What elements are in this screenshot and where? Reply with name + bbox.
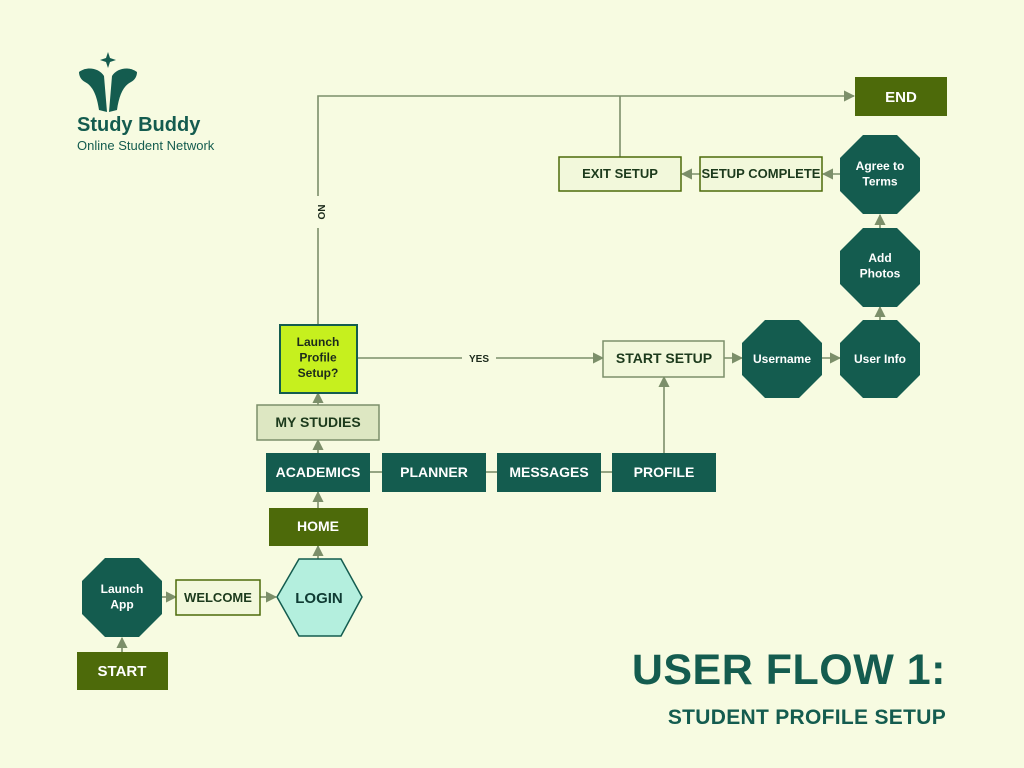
home-node[interactable] [269,508,368,546]
my-studies-node[interactable] [256,404,380,441]
launch-profile-setup-decision[interactable] [279,324,358,394]
yes-label: YES [469,354,489,365]
username-label: Username [753,352,811,366]
exit-setup-label: EXIT SETUP [582,166,658,181]
login-label: LOGIN [295,590,343,607]
username-node[interactable] [742,320,822,398]
setup-complete-node[interactable] [699,156,823,192]
flow-subtitle: STUDENT PROFILE SETUP [667,706,946,729]
end-label: END [885,89,917,106]
user-info-node[interactable] [840,320,920,398]
edge-launch-no-b [317,90,856,196]
messages-label: MESSAGES [509,464,588,480]
end-node[interactable] [855,77,947,116]
home-label: HOME [297,518,339,534]
two-birds-star-logo-icon [79,52,137,112]
setup-complete-label: SETUP COMPLETE [702,166,821,181]
exit-setup-node[interactable] [558,156,682,192]
profile-node[interactable] [612,453,716,492]
start-label: START [98,663,147,680]
add-photos-node[interactable] [840,228,920,307]
brand-logo [77,52,139,119]
brand-name: Study Buddy [77,114,201,136]
agree-terms-node[interactable] [840,135,920,214]
academics-node[interactable] [266,453,370,492]
start-setup-node[interactable] [602,340,725,378]
welcome-node[interactable] [175,579,261,616]
profile-label: PROFILE [634,464,695,480]
user-info-label: User Info [854,352,906,366]
login-node[interactable] [276,558,363,637]
planner-node[interactable] [382,453,486,492]
my-studies-label: MY STUDIES [275,414,360,430]
planner-label: PLANNER [400,464,468,480]
messages-node[interactable] [497,453,601,492]
start-setup-label: START SETUP [616,350,712,366]
no-label: NO [315,205,326,220]
flow-title: USER FLOW 1: [631,646,946,694]
launch-app-node[interactable] [82,558,162,637]
welcome-label: WELCOME [184,590,252,605]
start-node[interactable] [77,652,168,690]
brand-tagline: Online Student Network [77,138,215,153]
academics-label: ACADEMICS [276,464,361,480]
